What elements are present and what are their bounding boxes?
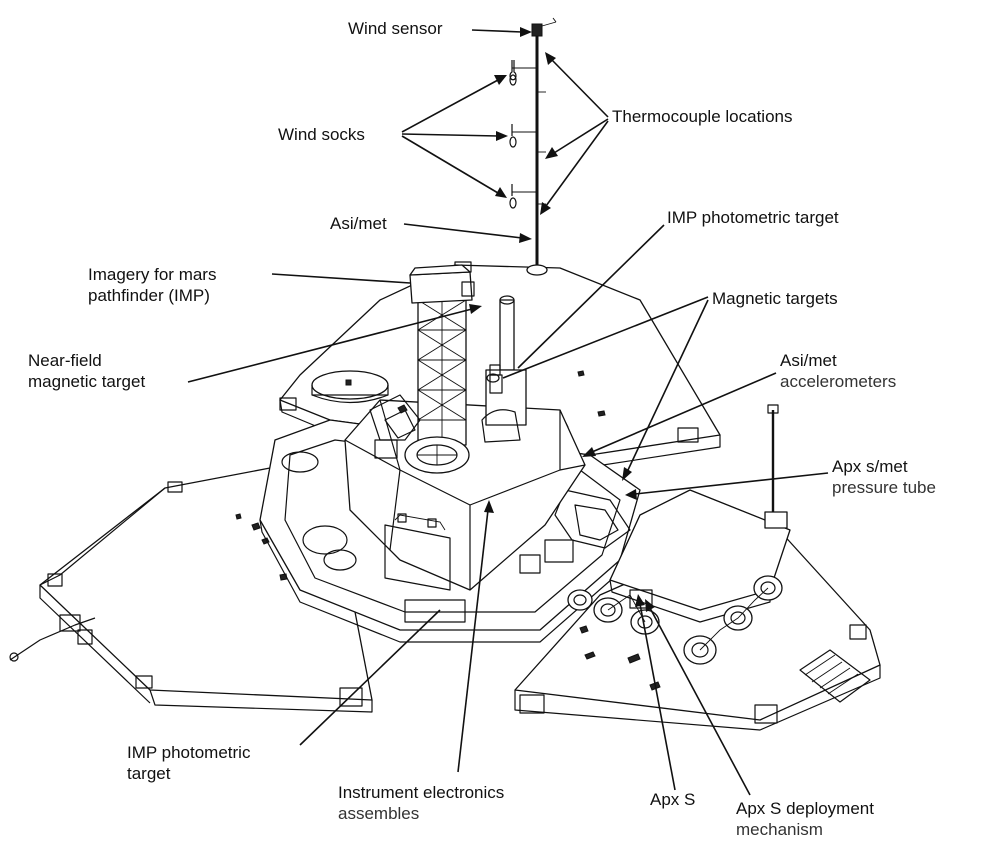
- label-wind-sensor-text: Wind sensor: [348, 19, 443, 38]
- label-apx-deploy-line1: Apx S deployment: [736, 799, 874, 818]
- label-wind-socks: Wind socks: [278, 124, 365, 145]
- label-wind-sensor: Wind sensor: [348, 18, 442, 39]
- label-imagery-for-mars-pathfinder: Imagery for mars pathfinder (IMP): [88, 264, 216, 306]
- label-instrument-electronics: Instrument electronics assembles: [338, 782, 504, 824]
- label-near-field-magnetic-target: Near-field magnetic target: [28, 350, 145, 392]
- rover: [567, 404, 791, 665]
- label-imagery-line2: pathfinder (IMP): [88, 286, 210, 305]
- label-apx-tube-line1: Apx s/met: [832, 457, 908, 476]
- label-imp-photometric-target-bottom: IMP photometric target: [127, 742, 250, 784]
- central-body: [344, 399, 586, 591]
- label-imp-target-top-text: IMP photometric target: [667, 208, 839, 227]
- label-apx-tube-line2: pressure tube: [832, 478, 936, 497]
- leader-lines: [187, 27, 829, 796]
- label-imagery-line1: Imagery for mars: [88, 265, 217, 284]
- label-apx-s-text: Apx S: [650, 790, 696, 809]
- right-petal: [514, 519, 881, 731]
- label-electronics-line2: assembles: [338, 804, 420, 823]
- label-asi-met: Asi/met: [330, 213, 387, 234]
- label-imp-target-bottom-line1: IMP photometric: [127, 743, 251, 762]
- label-thermocouple-text: Thermocouple locations: [612, 107, 793, 126]
- imp-camera-tower: [404, 264, 475, 474]
- label-imp-photometric-target-top: IMP photometric target: [667, 207, 839, 228]
- label-electronics-line1: Instrument electronics: [338, 783, 505, 802]
- label-apx-pressure-tube: Apx s/met pressure tube: [832, 456, 936, 498]
- label-apx-s-deployment-mechanism: Apx S deployment mechanism: [736, 798, 874, 840]
- label-imp-target-bottom-line2: target: [127, 764, 171, 783]
- label-apx-s: Apx S: [650, 789, 695, 810]
- label-apx-deploy-line2: mechanism: [736, 820, 823, 839]
- label-asi-met-accelerometers: Asi/met accelerometers: [780, 350, 896, 392]
- label-accel-line1: Asi/met: [780, 351, 837, 370]
- label-wind-socks-text: Wind socks: [278, 125, 365, 144]
- label-accel-line2: accelerometers: [780, 372, 897, 391]
- label-magnetic-targets: Magnetic targets: [712, 288, 838, 309]
- label-asi-met-text: Asi/met: [330, 214, 387, 233]
- label-near-field-line1: Near-field: [28, 351, 102, 370]
- imp-target-pole: [481, 295, 527, 443]
- near-field-magnet-assembly: [311, 370, 421, 459]
- label-near-field-line2: magnetic target: [28, 372, 146, 391]
- label-magnetic-targets-text: Magnetic targets: [712, 289, 838, 308]
- label-thermocouple-locations: Thermocouple locations: [612, 106, 792, 127]
